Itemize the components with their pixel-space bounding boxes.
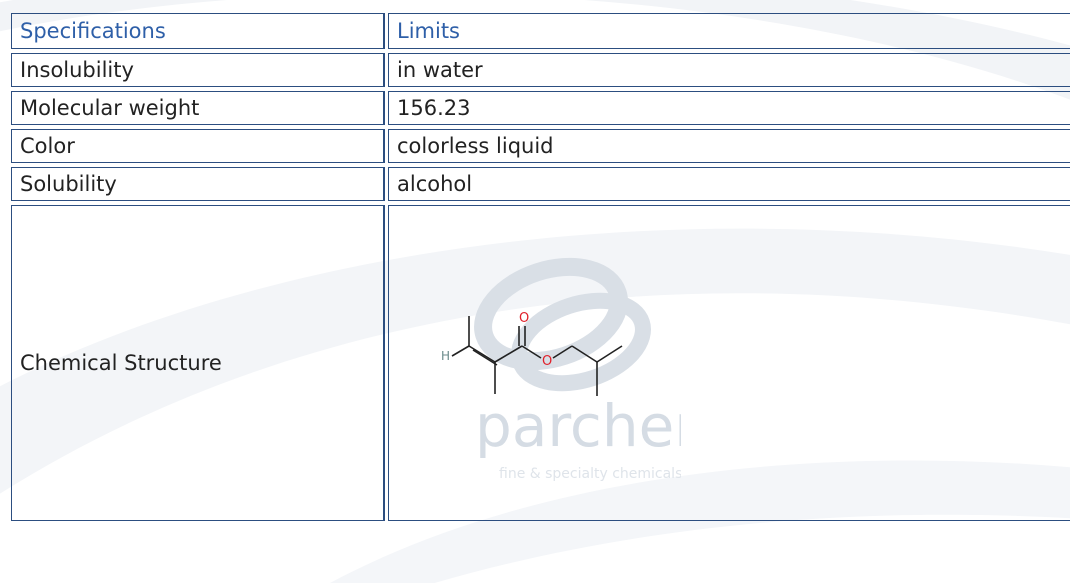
- header-limits: Limits: [388, 13, 1070, 49]
- limit-cell: alcohol: [388, 167, 1070, 201]
- hydrogen-label: H: [441, 349, 450, 363]
- watermark-tagline: fine & specialty chemicals: [499, 466, 681, 482]
- structure-label: Chemical Structure: [11, 205, 385, 521]
- structure-cell: parchem fine & specialty chemicals: [388, 205, 1070, 521]
- limit-cell: in water: [388, 53, 1070, 87]
- header-specifications: Specifications: [11, 13, 385, 49]
- chemical-structure-diagram: O O H: [441, 311, 623, 396]
- table-row: Insolubility in water: [11, 53, 1070, 87]
- table-row: Color colorless liquid: [11, 129, 1070, 163]
- spec-cell: Solubility: [11, 167, 385, 201]
- table-header-row: Specifications Limits: [11, 13, 1070, 49]
- spec-cell: Insolubility: [11, 53, 385, 87]
- limit-cell: 156.23: [388, 91, 1070, 125]
- parchem-watermark-logo: parchem fine & specialty chemicals: [474, 257, 681, 482]
- spec-cell: Molecular weight: [11, 91, 385, 125]
- table-row: Molecular weight 156.23: [11, 91, 1070, 125]
- limit-cell: colorless liquid: [388, 129, 1070, 163]
- oxygen-ester-label: O: [542, 354, 552, 369]
- specifications-table: Specifications Limits Insolubility in wa…: [8, 9, 1070, 525]
- table-row-structure: Chemical Structure parchem fine & specia…: [11, 205, 1070, 521]
- table-row: Solubility alcohol: [11, 167, 1070, 201]
- spec-cell: Color: [11, 129, 385, 163]
- oxygen-carbonyl-label: O: [519, 311, 529, 326]
- watermark-brand: parchem: [475, 392, 681, 460]
